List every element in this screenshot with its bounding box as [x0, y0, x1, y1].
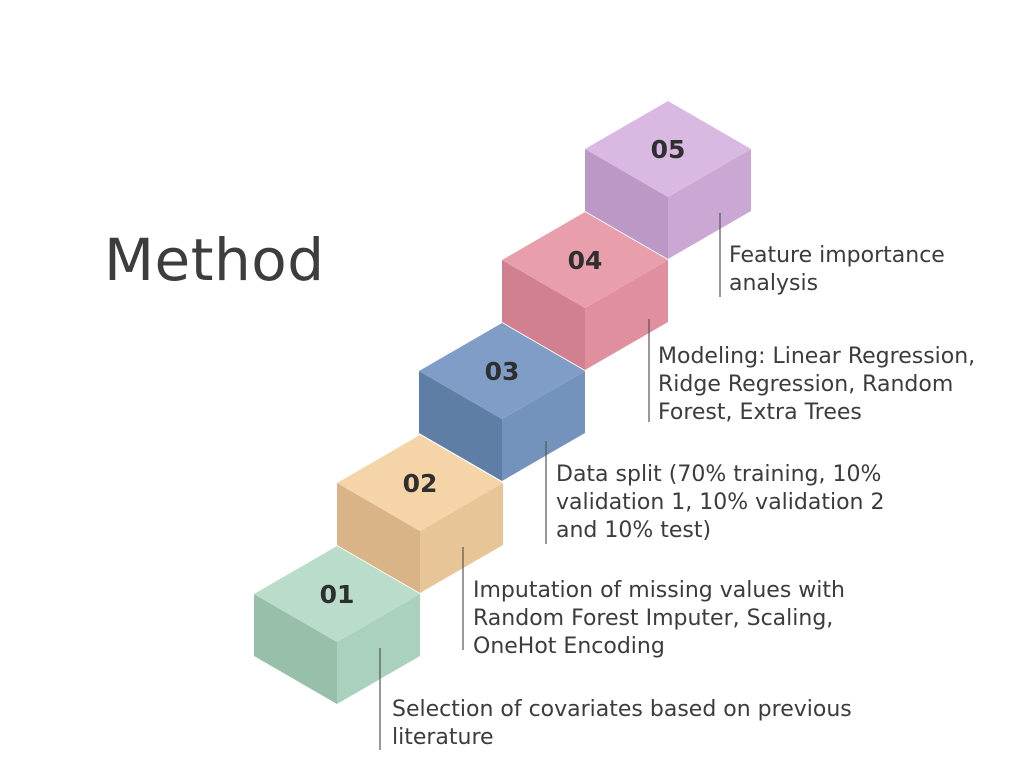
step-05-top-face	[585, 101, 751, 197]
step-01-line-1: Selection of covariates based on previou…	[392, 697, 852, 722]
step-02-description: Imputation of missing values with Random…	[473, 577, 845, 661]
step-04-left-face	[502, 260, 585, 370]
step-01-cube: 01	[254, 546, 420, 704]
step-03-description: Data split (70% training, 10% validation…	[556, 461, 885, 545]
step-02-right-face	[420, 483, 503, 593]
step-04-number: 04	[568, 246, 603, 275]
diagram-title: Method	[104, 226, 325, 294]
step-03-top-face	[419, 323, 585, 419]
step-05-cube: 05	[585, 101, 751, 259]
step-05-right-face	[668, 149, 751, 259]
step-03-line-2: validation 1, 10% validation 2	[556, 490, 885, 515]
step-04-line-2: Ridge Regression, Random	[658, 372, 954, 397]
step-04-line-1: Modeling: Linear Regression,	[658, 344, 976, 369]
step-02-line-2: Random Forest Imputer, Scaling,	[473, 606, 834, 631]
step-02-top-face	[337, 435, 503, 531]
step-05-left-face	[585, 149, 668, 259]
step-03-right-face	[502, 371, 585, 481]
step-04-line-3: Forest, Extra Trees	[658, 400, 862, 425]
step-02-line-1: Imputation of missing values with	[473, 578, 845, 603]
step-03-line-1: Data split (70% training, 10%	[556, 462, 882, 487]
step-05-number: 05	[651, 135, 686, 164]
step-04-right-face	[585, 260, 668, 370]
step-01-line-2: literature	[392, 725, 494, 750]
step-05-line-1: Feature importance	[729, 243, 945, 268]
step-02-cube: 02	[337, 435, 503, 593]
step-02-line-3: OneHot Encoding	[473, 634, 665, 659]
step-01-description: Selection of covariates based on previou…	[392, 696, 852, 752]
step-01-left-face	[254, 594, 337, 704]
step-05-line-2: analysis	[729, 271, 819, 296]
step-03-cube: 03	[419, 323, 585, 481]
step-01-number: 01	[320, 580, 355, 609]
step-04-description: Modeling: Linear Regression, Ridge Regre…	[658, 343, 975, 427]
step-03-number: 03	[485, 357, 520, 386]
step-01-right-face	[337, 594, 420, 704]
step-05-description: Feature importance analysis	[729, 242, 945, 298]
step-03-line-3: and 10% test)	[556, 518, 712, 543]
step-03-left-face	[419, 371, 502, 481]
step-01-top-face	[254, 546, 420, 642]
step-04-top-face	[502, 212, 668, 308]
step-04-cube: 04	[502, 212, 668, 370]
step-02-number: 02	[403, 469, 438, 498]
step-02-left-face	[337, 483, 420, 593]
